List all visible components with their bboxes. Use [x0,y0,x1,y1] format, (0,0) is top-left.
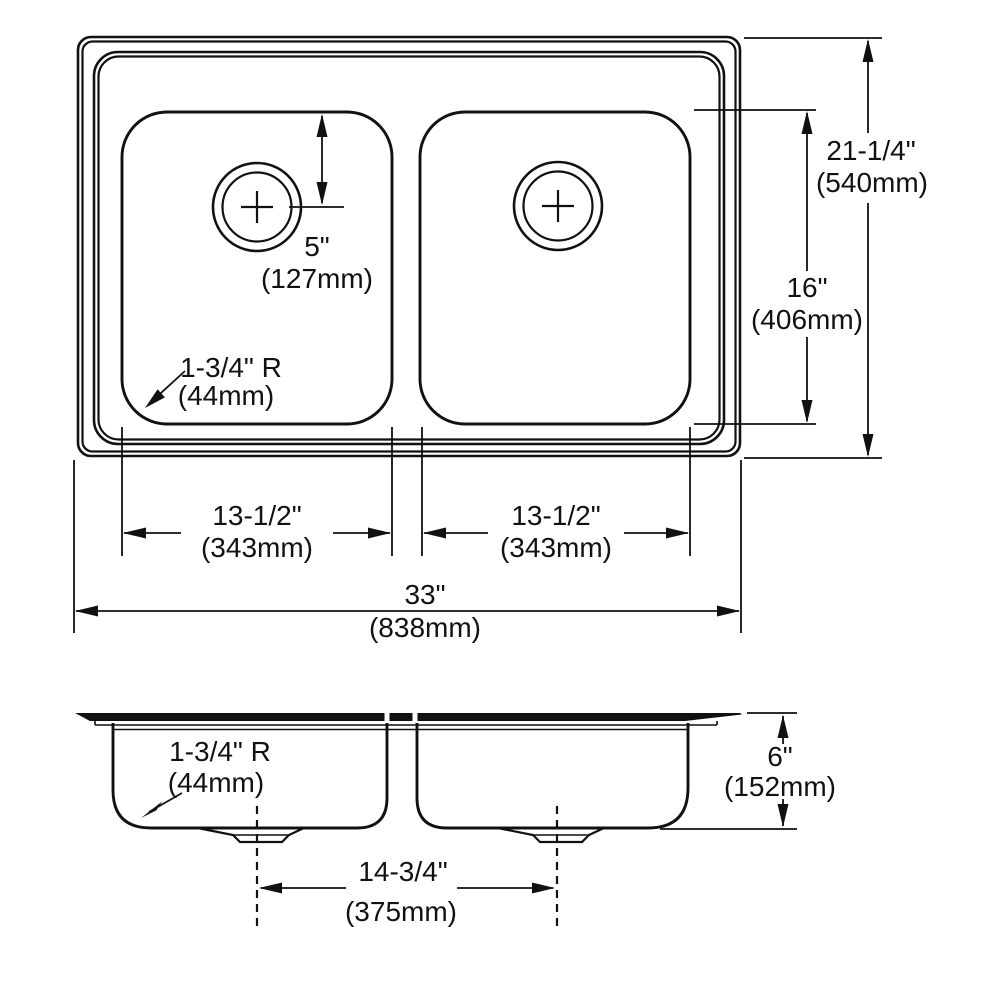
left-drain [194,826,306,844]
corner-radius-top-inches: 1-3/4" R [180,352,282,383]
left-bowl-outline [120,110,394,426]
left-bowl-width-metric: (343mm) [201,532,313,563]
callout-corner-radius-side: 1-3/4" R (44mm) [141,736,271,818]
corner-radius-top-metric: (44mm) [178,380,274,411]
right-bowl-width-inches: 13-1/2" [511,500,600,531]
sink-rim-edge [92,50,726,446]
rim-section-lines [94,721,718,731]
overall-front-to-back-metric: (540mm) [816,167,928,198]
right-bowl-width-metric: (343mm) [500,532,612,563]
dim-faucet-offset: 5" (127mm) [261,114,373,294]
dim-bowl-depth: 6" (152mm) [660,712,836,830]
left-bowl-width-inches: 13-1/2" [212,500,301,531]
drain-spacing-metric: (375mm) [345,896,457,927]
faucet-hole-left [211,161,303,253]
right-bowl-outline [418,110,692,426]
corner-radius-side-metric: (44mm) [168,767,264,798]
dim-overall-front-to-back: 21-1/4" (540mm) [744,37,928,459]
faucet-offset-inches: 5" [304,231,330,262]
countertop-band [75,711,742,723]
right-bowl-profile [415,723,690,830]
sink-outer-edge [76,35,742,458]
bowl-depth-metric: (152mm) [724,771,836,802]
dim-left-bowl-width: 13-1/2" (343mm) [121,427,393,563]
bowl-depth-inches: 6" [767,741,793,772]
top-view: 5" (127mm) 1-3/4" R (44mm) 13-1/2" (343m… [73,35,928,643]
overall-front-to-back-inches: 21-1/4" [826,135,915,166]
dim-overall-width: 33" (838mm) [73,460,742,643]
overall-width-metric: (838mm) [369,612,481,643]
right-drain [494,826,606,844]
corner-radius-side-inches: 1-3/4" R [169,736,271,767]
overall-width-inches: 33" [404,579,445,610]
dim-right-bowl-width: 13-1/2" (343mm) [421,427,691,563]
bowl-front-to-back-metric: (406mm) [751,304,863,335]
left-bowl-profile [111,723,389,830]
bowl-front-to-back-inches: 16" [786,272,827,303]
dim-bowl-front-to-back: 16" (406mm) [694,109,863,425]
side-view: 1-3/4" R (44mm) 14-3/4" (375mm) 6" (152m… [75,711,836,928]
faucet-offset-metric: (127mm) [261,263,373,294]
faucet-hole-right [512,160,604,252]
dim-drain-spacing: 14-3/4" (375mm) [259,856,555,927]
callout-corner-radius-top: 1-3/4" R (44mm) [145,352,282,411]
drain-spacing-inches: 14-3/4" [358,856,447,887]
